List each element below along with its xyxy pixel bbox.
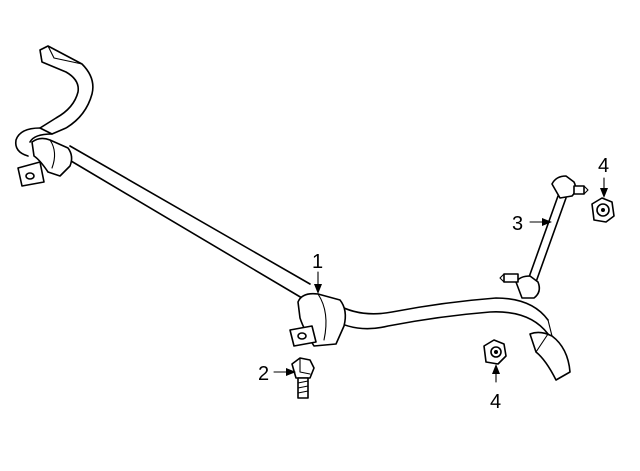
callout-arrows: [273, 177, 608, 383]
bolt: [291, 357, 315, 399]
left-bushing-bracket: [17, 137, 73, 187]
callout-1: 1: [312, 251, 323, 273]
callout-3: 3: [512, 213, 523, 235]
nut-upper: [591, 197, 615, 223]
callout-4-lower: 4: [490, 391, 501, 413]
stabilizer-bar: [14, 45, 571, 381]
stabilizer-link: [499, 175, 589, 299]
nut-lower: [483, 339, 507, 365]
callout-2: 2: [258, 363, 269, 385]
callout-4-upper: 4: [598, 155, 609, 177]
center-bushing-bracket: [289, 292, 347, 347]
